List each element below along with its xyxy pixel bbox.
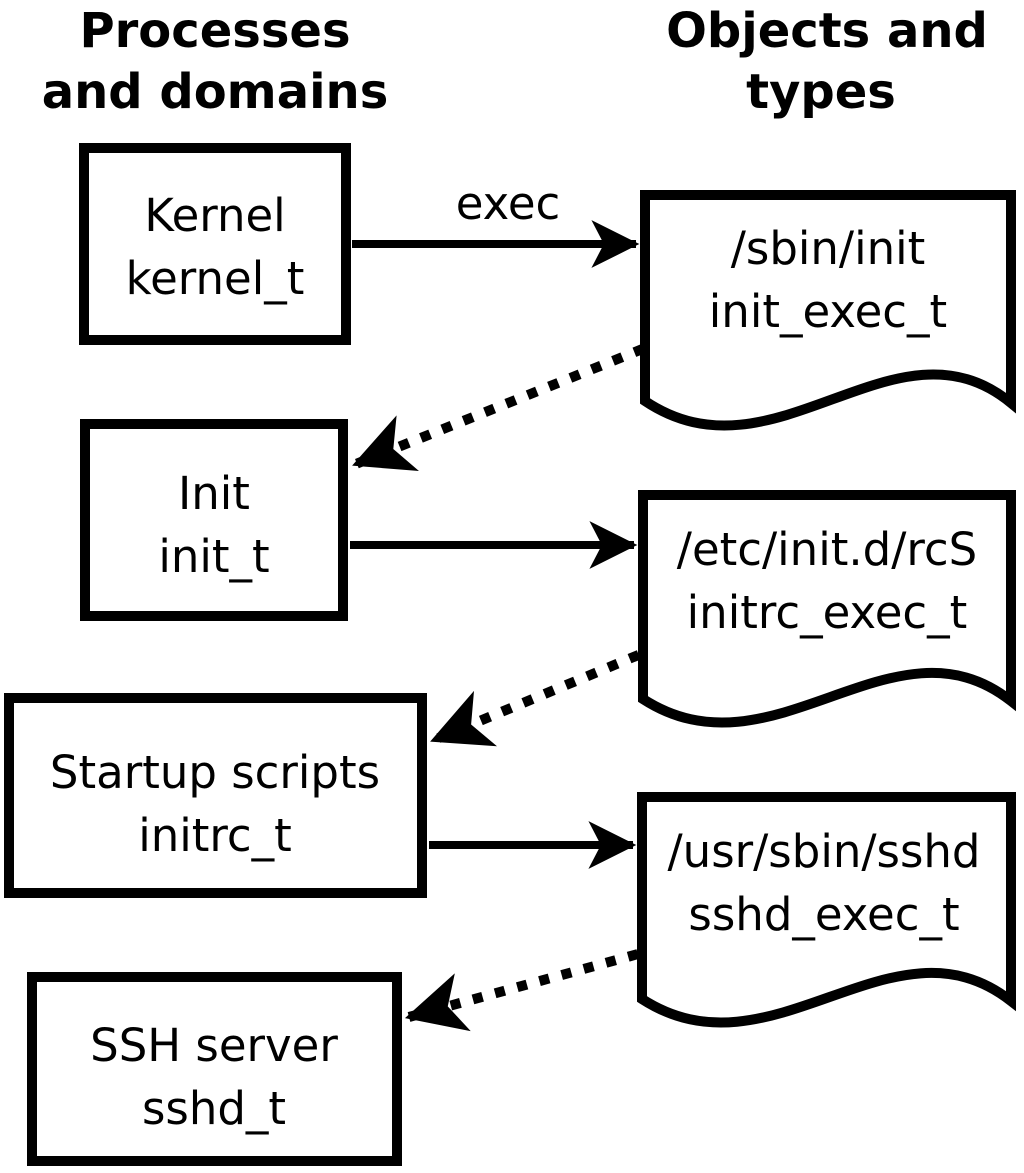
kernel-label: Kernel — [144, 189, 285, 242]
usr-sbin-sshd-type: sshd_exec_t — [688, 888, 959, 941]
left-column-heading-line1: Processes — [79, 3, 350, 59]
etc-initd-rcs-type: initrc_exec_t — [687, 586, 968, 639]
etc-initd-rcs-path: /etc/init.d/rcS — [677, 523, 977, 576]
init-label: Init — [178, 467, 250, 520]
ssh-server-label: SSH server — [90, 1019, 338, 1072]
left-column-heading-line2: and domains — [42, 64, 389, 120]
startup-scripts-label: Startup scripts — [50, 746, 380, 799]
init-domain: init_t — [158, 530, 269, 583]
object-doc-usr-sbin-sshd — [637, 792, 1016, 1028]
sbin-init-path: /sbin/init — [731, 222, 926, 275]
right-column-heading-line2: types — [746, 64, 896, 120]
process-box-init — [80, 419, 348, 621]
process-box-ssh-server — [27, 972, 402, 1166]
startup-scripts-domain: initrc_t — [138, 809, 292, 862]
process-box-startup-scripts — [4, 693, 427, 898]
exec-arrow-label: exec — [456, 177, 561, 230]
object-doc-sbin-init — [640, 190, 1016, 431]
dotted-transition-arrow-sshd — [404, 943, 662, 1032]
dotted-transition-arrow-initrc — [430, 641, 662, 747]
process-box-kernel — [79, 143, 351, 345]
usr-sbin-sshd-path: /usr/sbin/sshd — [668, 825, 981, 878]
kernel-domain: kernel_t — [126, 252, 305, 305]
dotted-transition-arrow-init — [352, 335, 667, 472]
sbin-init-type: init_exec_t — [709, 285, 947, 338]
ssh-server-domain: sshd_t — [142, 1082, 286, 1135]
object-doc-etc-initd-rcs — [638, 490, 1016, 728]
right-column-heading-line1: Objects and — [666, 3, 988, 59]
